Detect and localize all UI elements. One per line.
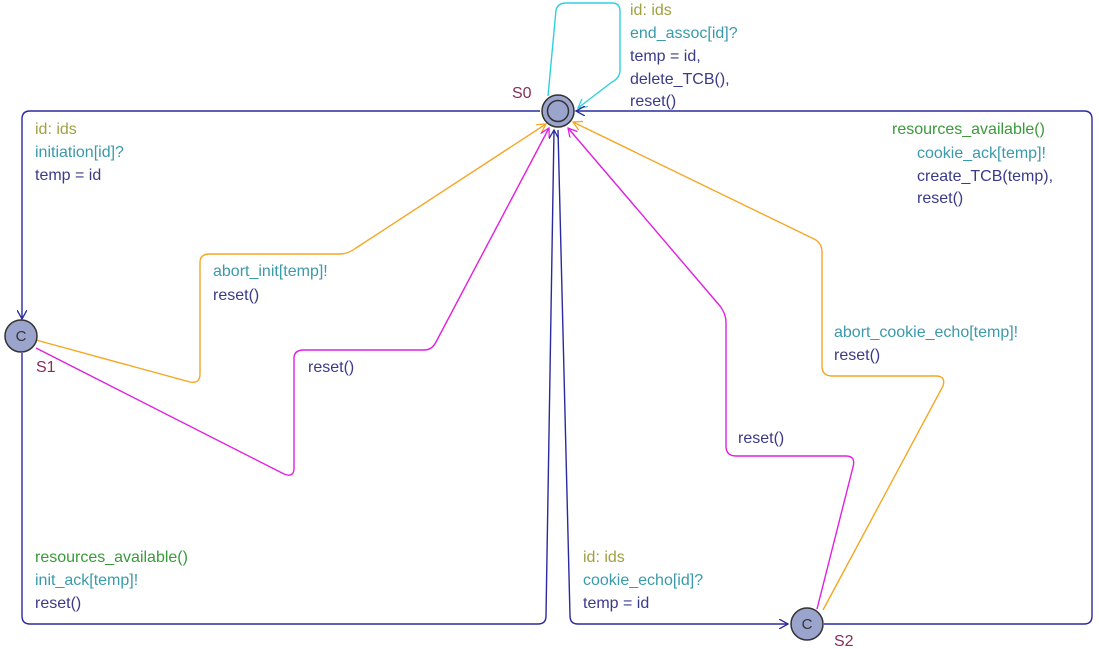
s2-s0-ack-guard: resources_available() [892, 121, 1045, 138]
s2-s0-ack-sync: cookie_ack[temp]! [917, 145, 1046, 162]
s0-s2-update: temp = id [583, 595, 649, 612]
committed-mark-s1: C [16, 328, 27, 345]
edge-s2-to-s0-reset[interactable] [568, 128, 855, 610]
s0-s1-select: id: ids [35, 121, 77, 138]
s2-s0-abort-update: reset() [834, 347, 880, 364]
s1-s0-ack-sync: init_ack[temp]! [35, 572, 138, 589]
s1-s0-reset-update: reset() [308, 359, 354, 376]
s0-loop-update-3: reset() [630, 93, 676, 110]
state-s2-name: S2 [834, 633, 854, 649]
s2-s0-abort-sync: abort_cookie_echo[temp]! [834, 324, 1018, 341]
committed-mark-s2: C [802, 616, 813, 633]
s1-s0-ack-update: reset() [35, 595, 81, 612]
s1-s0-abort-update: reset() [213, 287, 259, 304]
state-s1-name: S1 [36, 359, 56, 376]
s0-s2-select: id: ids [583, 549, 625, 566]
s1-s0-abort-sync: abort_init[temp]! [213, 263, 328, 280]
state-s1[interactable]: C [4, 319, 38, 353]
s2-s0-reset-update: reset() [738, 430, 784, 447]
s0-s2-sync: cookie_echo[id]? [583, 572, 703, 589]
s2-s0-ack-update-1: create_TCB(temp), [917, 168, 1053, 185]
edge-s0-self-loop[interactable] [547, 2, 621, 108]
s1-s0-ack-guard: resources_available() [35, 549, 188, 566]
s0-loop-select: id: ids [630, 2, 672, 19]
edge-s1-to-s0-reset[interactable] [35, 128, 549, 476]
edge-s2-to-s0-ack[interactable] [576, 111, 1093, 625]
s0-loop-sync: end_assoc[id]? [630, 25, 738, 42]
s0-s1-sync: initiation[id]? [35, 144, 124, 161]
edge-s1-to-s0-ack[interactable] [21, 130, 554, 625]
edge-s2-to-s0-abort[interactable] [573, 122, 945, 611]
s0-loop-update-2: delete_TCB(), [630, 71, 730, 88]
s0-loop-update-1: temp = id, [630, 48, 701, 65]
s2-s0-ack-update-2: reset() [917, 190, 963, 207]
edge-s1-to-s0-abort[interactable] [35, 124, 546, 384]
edge-s0-to-s1[interactable] [22, 110, 540, 319]
state-s2[interactable]: C [790, 607, 824, 641]
state-s0-name: S0 [512, 85, 532, 102]
edge-s0-to-s2[interactable] [557, 129, 788, 624]
s0-s1-update: temp = id [35, 167, 101, 184]
state-s0[interactable] [541, 94, 575, 128]
